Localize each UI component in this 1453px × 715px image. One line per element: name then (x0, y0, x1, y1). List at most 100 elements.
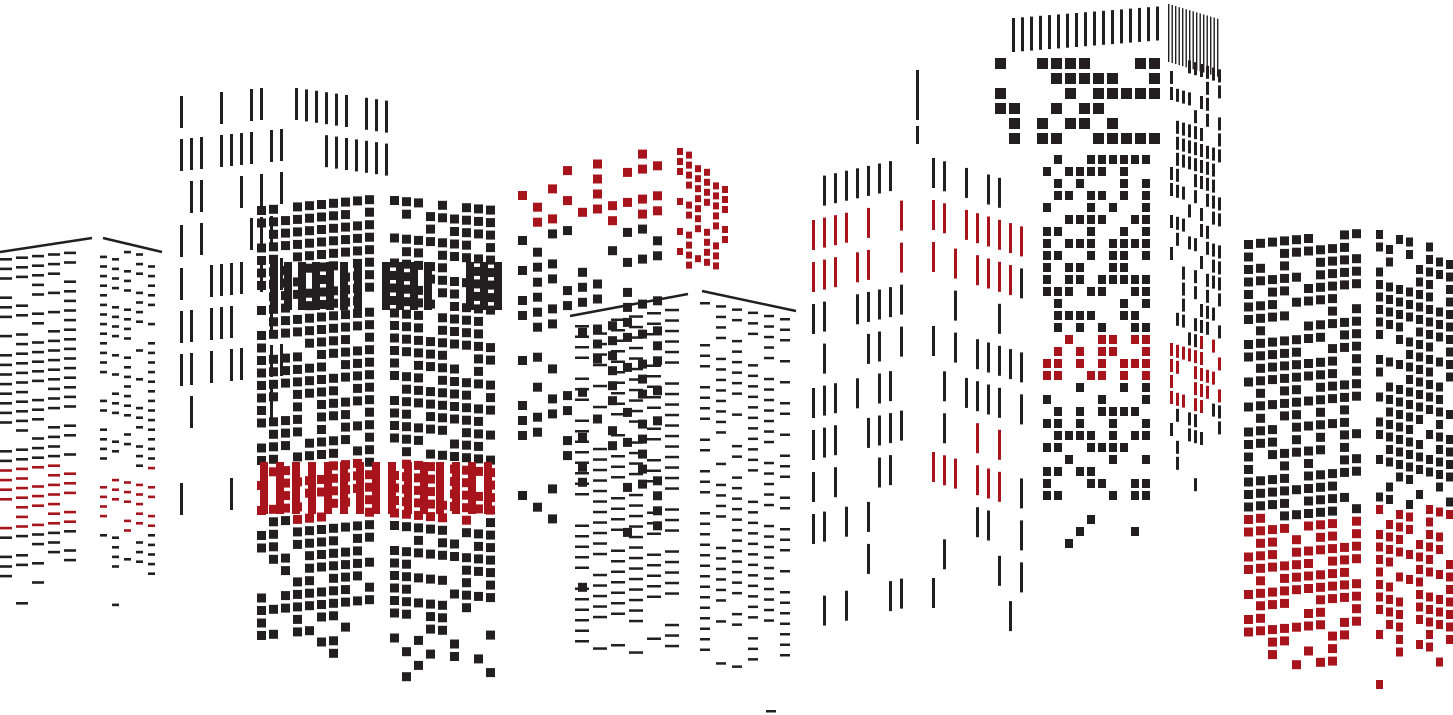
window (64, 491, 76, 495)
window (611, 560, 625, 563)
window (1194, 430, 1197, 444)
window (1340, 317, 1349, 327)
window (867, 333, 870, 364)
window (611, 465, 625, 468)
window (390, 283, 399, 293)
window (593, 584, 607, 587)
window (1171, 5, 1173, 63)
window (281, 553, 290, 563)
window (764, 335, 774, 339)
window (845, 506, 848, 537)
window (665, 518, 679, 522)
window (124, 558, 131, 561)
window (780, 318, 790, 321)
window (1376, 680, 1383, 689)
window (1328, 269, 1337, 279)
window (686, 211, 692, 219)
window (124, 442, 131, 446)
window (64, 405, 76, 408)
window (269, 392, 278, 402)
window (32, 350, 44, 354)
window (593, 605, 607, 608)
window (1376, 317, 1383, 327)
window (1386, 295, 1393, 304)
window (1188, 348, 1191, 362)
window (686, 251, 692, 259)
window (889, 413, 892, 444)
window (665, 350, 679, 354)
window (1376, 605, 1383, 614)
window (1396, 447, 1403, 457)
window (136, 512, 143, 515)
window (1200, 144, 1203, 157)
window (665, 623, 679, 627)
window (1436, 657, 1443, 667)
window (1149, 88, 1160, 99)
window (647, 469, 661, 472)
window (1142, 155, 1150, 164)
window (257, 393, 266, 403)
window (1328, 494, 1337, 504)
window (1376, 505, 1383, 514)
window (578, 432, 587, 442)
window (438, 513, 447, 523)
window (653, 386, 662, 396)
window (1436, 545, 1443, 554)
window (1218, 85, 1221, 99)
window (340, 462, 348, 514)
window (1396, 360, 1403, 369)
window (1416, 415, 1423, 424)
window (780, 633, 790, 636)
window (563, 451, 572, 461)
window (1426, 467, 1433, 477)
window (1087, 239, 1095, 248)
window (1065, 287, 1073, 296)
window (486, 243, 495, 253)
window (1396, 335, 1403, 344)
window (1406, 512, 1413, 522)
window (402, 397, 411, 407)
window (462, 578, 471, 588)
window (716, 378, 726, 382)
window (64, 482, 76, 485)
window (1218, 421, 1221, 435)
window (889, 371, 892, 402)
window (1406, 362, 1413, 372)
window (269, 604, 278, 614)
window (100, 303, 107, 307)
window (1120, 227, 1128, 236)
window (1256, 513, 1265, 523)
window (1009, 601, 1012, 632)
window (1396, 235, 1403, 244)
window (665, 340, 679, 343)
window (700, 449, 710, 452)
window (317, 325, 326, 334)
window (1376, 305, 1383, 314)
window (1054, 431, 1062, 440)
window (1051, 103, 1062, 114)
window (780, 475, 790, 478)
window (764, 598, 774, 601)
window (638, 149, 647, 159)
window (1188, 124, 1191, 138)
window (390, 546, 399, 555)
window (713, 242, 719, 250)
window (404, 462, 412, 514)
window (623, 197, 632, 207)
window (410, 262, 418, 310)
window (1436, 407, 1443, 417)
window (1328, 256, 1337, 266)
window (124, 337, 131, 340)
window (390, 358, 399, 368)
window (653, 206, 662, 216)
window (593, 174, 602, 184)
window (1065, 167, 1073, 176)
window (48, 522, 60, 525)
window (812, 472, 815, 502)
window (1426, 330, 1433, 339)
window (1340, 242, 1349, 252)
window (148, 514, 155, 518)
window (136, 349, 143, 352)
window (390, 333, 399, 343)
window (136, 483, 143, 487)
